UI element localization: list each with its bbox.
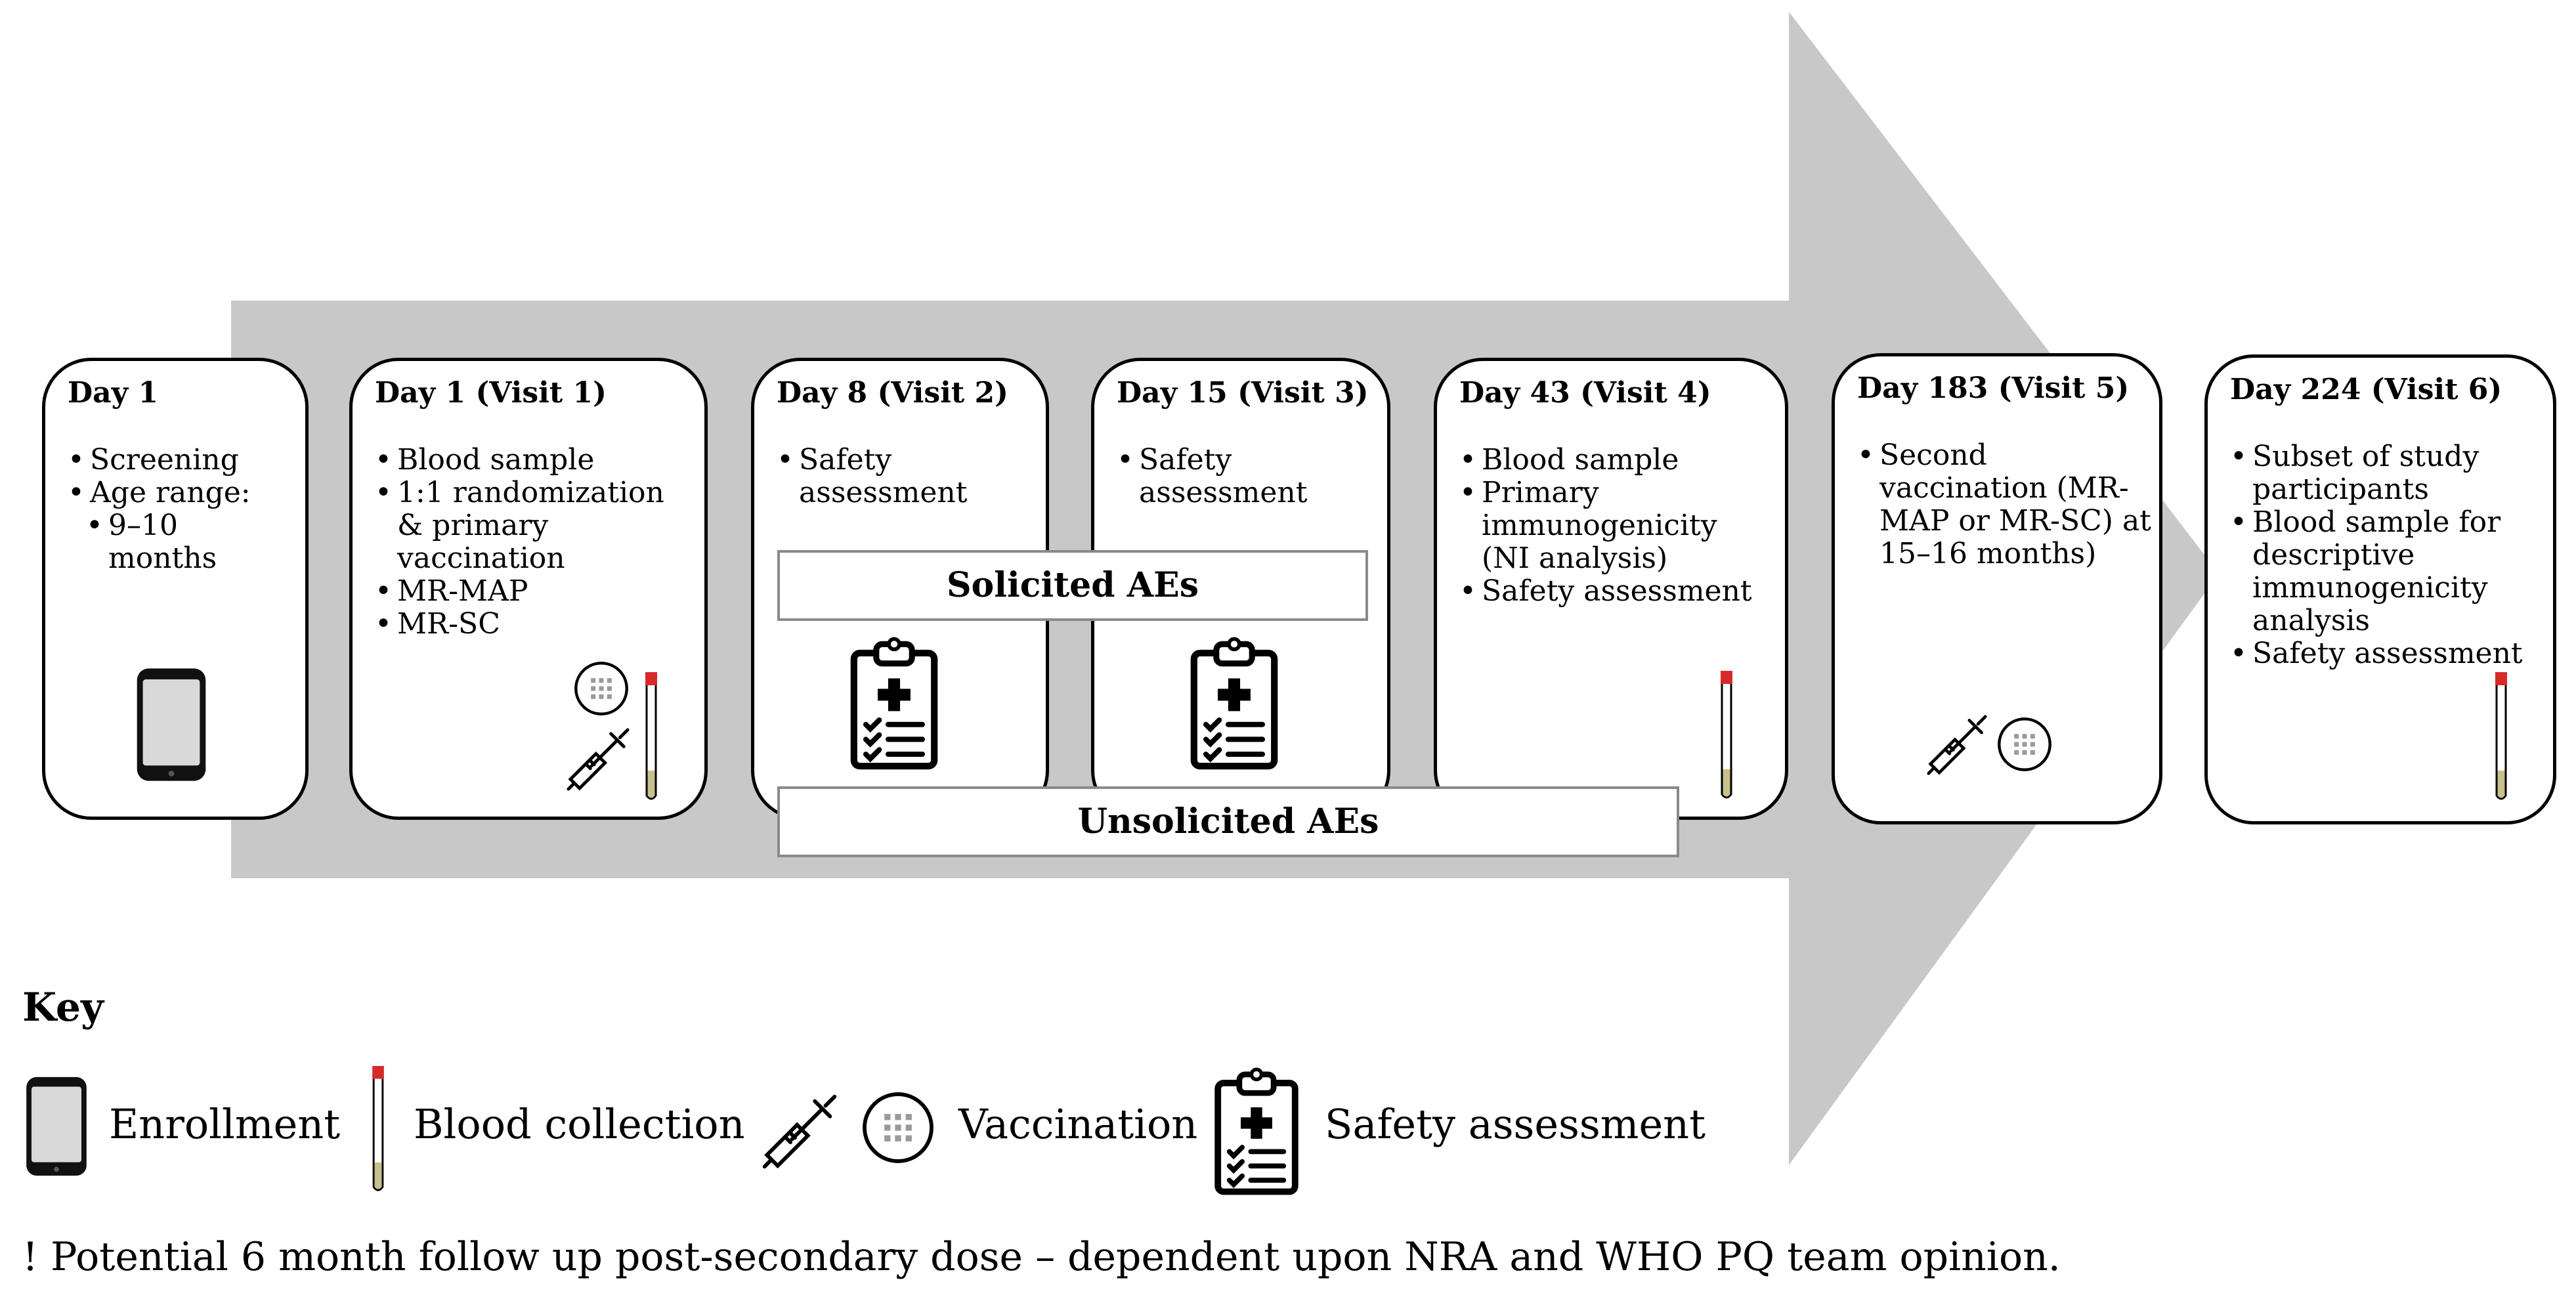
- blood-tube-icon: [2493, 670, 2509, 806]
- bullet-list: Screening Age range: 9–10 months: [68, 444, 290, 575]
- box-title: Day 8 (Visit 2): [777, 376, 1008, 410]
- box-title: Day 1: [68, 376, 159, 410]
- unsolicited-aes-bar: Unsolicited AEs: [777, 786, 1679, 857]
- bullet-item: Blood sample: [1459, 444, 1769, 477]
- timeline-box-day-1: Day 1 Screening Age range: 9–10 months: [42, 358, 309, 820]
- blood-tube-icon: [1719, 668, 1734, 805]
- box-title: Day 224 (Visit 6): [2230, 373, 2502, 406]
- bullet-item: Age range:: [68, 477, 290, 510]
- bullet-item: Safety assessment: [1459, 575, 1769, 608]
- blood-tube-icon: [369, 1066, 387, 1195]
- key-label-safety-assessment: Safety assessment: [1325, 1100, 1706, 1148]
- bullet-item: Safety assessment: [1117, 444, 1336, 509]
- patch-icon: [1996, 715, 2053, 773]
- key-title: Key: [22, 985, 104, 1031]
- footnote: ! Potential 6 month follow up post-secon…: [22, 1234, 2061, 1280]
- clipboard-icon: [1208, 1067, 1305, 1196]
- tablet-icon: [20, 1075, 93, 1178]
- bullet-item: Subset of study participants: [2230, 440, 2541, 506]
- timeline-box-day-183-visit-5: Day 183 (Visit 5) Second vaccination (MR…: [1832, 353, 2162, 824]
- bullet-item: Safety assessment: [777, 444, 996, 509]
- bullet-list: Second vaccination (MR-MAP or MR-SC) at …: [1857, 439, 2151, 570]
- bullet-item: Safety assessment: [2230, 637, 2537, 671]
- bullet-list: Subset of study participants Blood sampl…: [2230, 440, 2537, 671]
- patch-icon: [860, 1090, 936, 1166]
- sub-bullet-item: MR-SC: [375, 608, 689, 641]
- sub-bullet-list: 9–10 months: [86, 509, 290, 575]
- sub-bullet-item: MR-MAP: [375, 575, 689, 608]
- bullet-item: Primary immunogenicity (NI analysis): [1459, 477, 1757, 575]
- bullet-list: Blood sample Primary immunogenicity (NI …: [1459, 444, 1769, 608]
- bullet-item: Blood sample: [375, 444, 689, 477]
- box-title: Day 15 (Visit 3): [1117, 376, 1369, 410]
- solicited-aes-bar: Solicited AEs: [777, 550, 1368, 621]
- bullet-item: Blood sample for descriptive immunogenic…: [2230, 506, 2541, 637]
- bullet-item: 1:1 randomization & primary vaccination: [375, 477, 673, 575]
- sub-bullet-item: 9–10 months: [86, 509, 220, 575]
- clipboard-icon: [1188, 637, 1280, 771]
- sub-bullet-list: MR-MAP MR-SC: [375, 575, 689, 641]
- bullet-list: Safety assessment: [777, 444, 1030, 509]
- syringe-icon: [1926, 714, 1988, 776]
- blood-tube-icon: [643, 670, 659, 806]
- tablet-icon: [129, 666, 213, 783]
- timeline-box-day-224-visit-6: Day 224 (Visit 6) Subset of study partic…: [2204, 354, 2556, 824]
- patch-icon: [572, 660, 630, 717]
- box-title: Day 43 (Visit 4): [1459, 376, 1711, 410]
- box-title: Day 1 (Visit 1): [375, 376, 607, 410]
- bullet-list: Blood sample 1:1 randomization & primary…: [375, 444, 689, 641]
- key-label-vaccination: Vaccination: [958, 1100, 1198, 1148]
- bullet-list: Safety assessment: [1117, 444, 1371, 509]
- clipboard-icon: [848, 637, 940, 771]
- syringe-icon: [566, 727, 630, 792]
- bullet-item: Second vaccination (MR-MAP or MR-SC) at …: [1857, 439, 2155, 570]
- syringe-icon: [762, 1094, 838, 1170]
- box-title: Day 183 (Visit 5): [1857, 372, 2130, 405]
- timeline-box-day-43-visit-4: Day 43 (Visit 4) Blood sample Primary im…: [1434, 358, 1788, 820]
- bullet-item: Screening: [68, 444, 290, 477]
- key-label-enrollment: Enrollment: [109, 1100, 341, 1148]
- key-label-blood-collection: Blood collection: [414, 1100, 745, 1148]
